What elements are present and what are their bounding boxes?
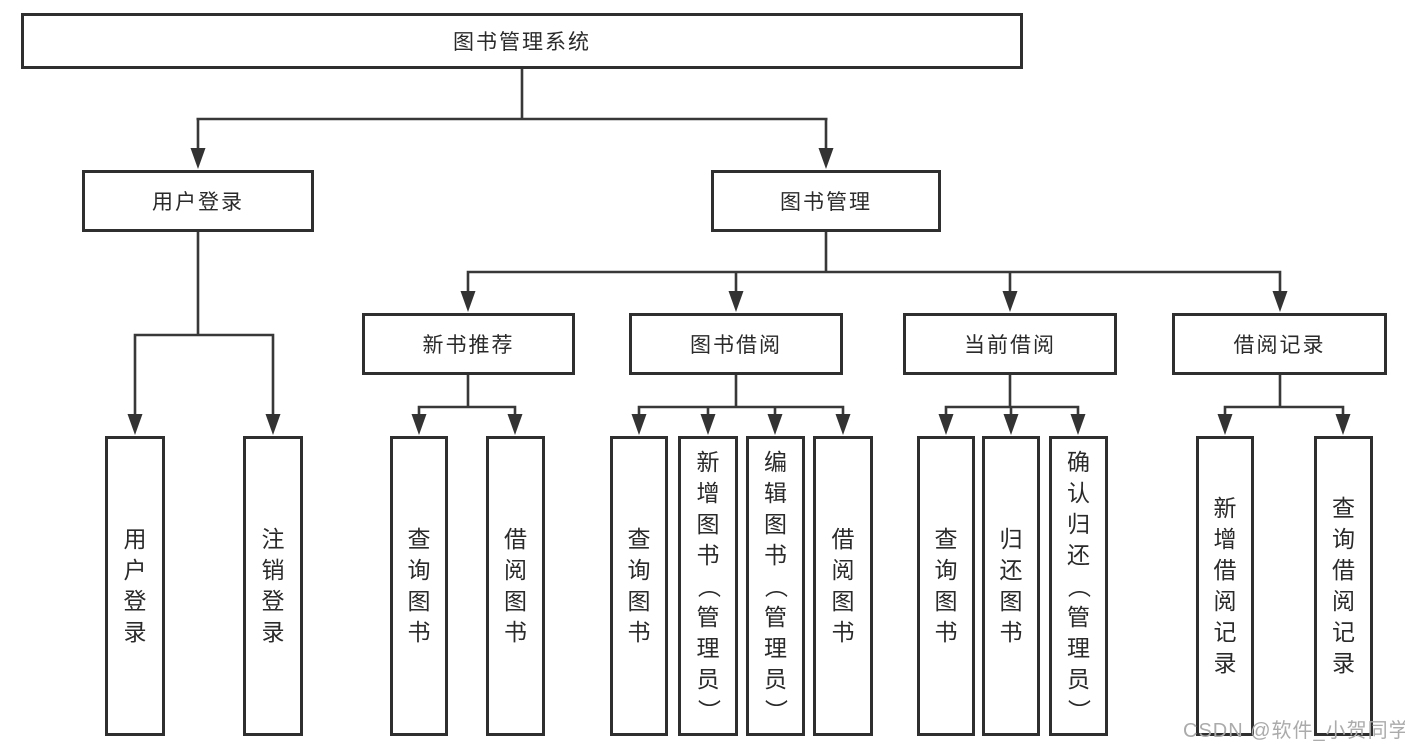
leaf-user-login: 用户登录 <box>105 436 165 736</box>
leaf-query-books-2: 查询图书 <box>610 436 668 736</box>
leaf-query-borrow-record-label: 查询借阅记录 <box>1332 495 1355 676</box>
node-book-borrow: 图书借阅 <box>629 313 843 375</box>
leaf-borrow-books-2-label: 借阅图书 <box>831 526 855 645</box>
leaf-query-borrow-record: 查询借阅记录 <box>1314 436 1373 736</box>
leaf-query-books-3: 查询图书 <box>917 436 975 736</box>
node-book-borrow-label: 图书借阅 <box>690 334 782 357</box>
leaf-add-borrow-record: 新增借阅记录 <box>1196 436 1254 736</box>
node-new-book-recommend: 新书推荐 <box>362 313 575 375</box>
leaf-edit-books-admin: 编辑图书（管理员） <box>746 436 805 736</box>
arrowheads <box>127 148 1351 435</box>
leaf-borrow-books-2: 借阅图书 <box>813 436 873 736</box>
node-borrow-records: 借阅记录 <box>1172 313 1387 375</box>
node-user-login-label: 用户登录 <box>152 191 244 214</box>
leaf-confirm-return-admin-label: 确认归还（管理员） <box>1066 448 1092 722</box>
node-new-book-recommend-label: 新书推荐 <box>422 334 515 357</box>
leaf-return-books-label: 归还图书 <box>999 526 1023 645</box>
leaf-add-books-admin: 新增图书（管理员） <box>678 436 738 736</box>
csdn-watermark: CSDN @软件_小贺同学 <box>1183 720 1405 742</box>
node-current-borrow-label: 当前借阅 <box>964 334 1056 357</box>
leaf-query-books-1-label: 查询图书 <box>407 526 431 645</box>
node-book-management-label: 图书管理 <box>780 191 872 214</box>
node-root: 图书管理系统 <box>21 13 1023 69</box>
node-user-login: 用户登录 <box>82 170 314 232</box>
leaf-borrow-books-1: 借阅图书 <box>486 436 545 736</box>
leaf-edit-books-admin-label: 编辑图书（管理员） <box>763 448 789 722</box>
leaf-logout-label: 注销登录 <box>261 526 285 645</box>
leaf-logout: 注销登录 <box>243 436 303 736</box>
leaf-add-books-admin-label: 新增图书（管理员） <box>695 448 722 722</box>
leaf-borrow-books-1-label: 借阅图书 <box>504 526 527 645</box>
leaf-user-login-label: 用户登录 <box>123 526 147 645</box>
leaf-query-books-2-label: 查询图书 <box>627 526 651 645</box>
node-borrow-records-label: 借阅记录 <box>1233 334 1326 357</box>
leaf-confirm-return-admin: 确认归还（管理员） <box>1049 436 1108 736</box>
node-current-borrow: 当前借阅 <box>903 313 1117 375</box>
leaf-add-borrow-record-label: 新增借阅记录 <box>1213 495 1237 676</box>
leaf-query-books-3-label: 查询图书 <box>934 526 958 645</box>
node-root-label: 图书管理系统 <box>453 31 591 54</box>
leaf-query-books-1: 查询图书 <box>390 436 448 736</box>
leaf-return-books: 归还图书 <box>982 436 1040 736</box>
node-book-management: 图书管理 <box>711 170 941 232</box>
